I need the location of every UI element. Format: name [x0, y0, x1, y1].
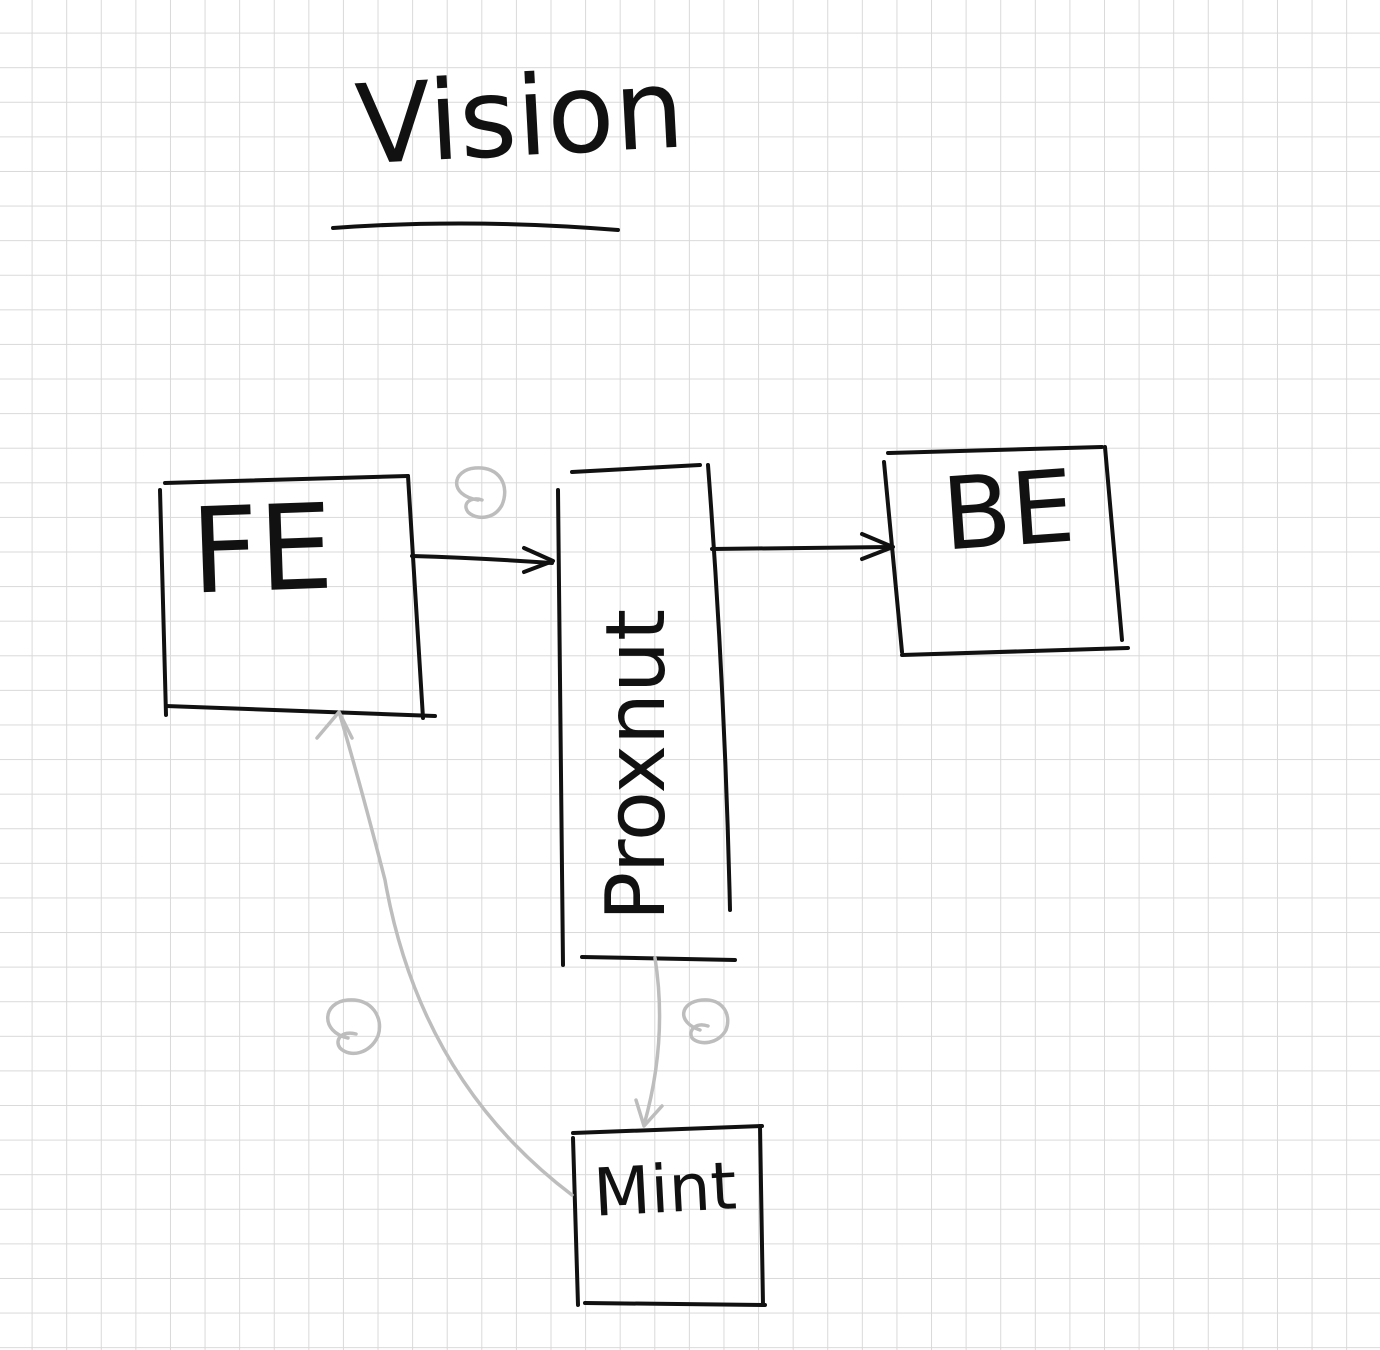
arrow-fe-proxy-shaft [410, 554, 554, 565]
arrow-fe-to-proxy [410, 546, 555, 574]
curl-marker-icon [681, 998, 730, 1045]
fe-box-top [163, 474, 410, 485]
proxy-box-bottom [580, 955, 737, 962]
proxy-node[interactable]: Proxnut [556, 463, 737, 967]
mint-label: Mint [592, 1147, 739, 1231]
fe-box-left [158, 488, 168, 717]
mint-node[interactable]: Mint [571, 1124, 767, 1307]
be-box-bottom [900, 646, 1130, 657]
title-underline [331, 221, 620, 232]
mint-box-top [571, 1124, 764, 1135]
arrow-proxy-be-shaft [710, 545, 892, 551]
fe-label: FE [188, 478, 335, 621]
arrow-mint-fe-shaft [338, 713, 574, 1197]
proxy-box-right [706, 463, 732, 912]
fe-node[interactable]: FE [158, 474, 437, 720]
fe-box-bottom [164, 704, 437, 718]
proxy-label: Proxnut [589, 609, 684, 921]
arrow-mint-fe-head [315, 710, 354, 740]
diagram-title: Vision [353, 45, 688, 190]
proxy-box-top [570, 463, 702, 474]
be-label: BE [939, 448, 1079, 574]
curl-marker-icon [326, 998, 382, 1056]
arrow-proxy-to-be [710, 532, 895, 561]
arrow-proxy-mint-shaft [642, 956, 662, 1127]
arrow-proxy-be-head [860, 532, 895, 561]
fe-box-right [406, 474, 425, 720]
arrow-fe-proxy-head [522, 546, 555, 574]
mint-box-left [571, 1136, 580, 1307]
mint-box-bottom [583, 1301, 767, 1307]
arrow-proxy-mint-head [634, 1098, 664, 1128]
be-node[interactable]: BE [882, 445, 1130, 657]
be-box-right [1103, 445, 1124, 642]
proxy-box-left [556, 488, 565, 967]
mint-box-right [758, 1124, 765, 1307]
arrow-mint-to-fe [315, 710, 574, 1197]
be-box-top [886, 445, 1104, 455]
arrow-proxy-to-mint [634, 956, 664, 1128]
be-box-left [882, 460, 904, 654]
curl-marker-icon [455, 466, 507, 520]
